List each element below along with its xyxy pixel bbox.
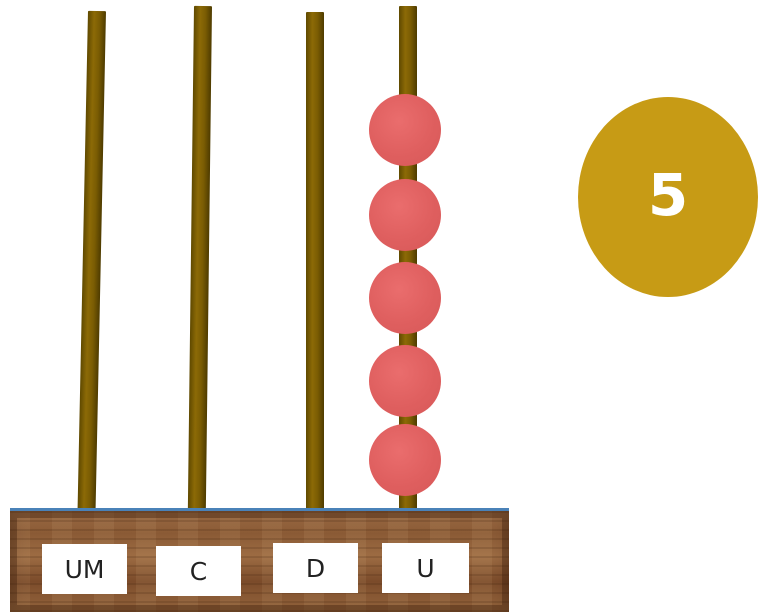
label-tens: D xyxy=(273,543,358,593)
rod-tens xyxy=(306,12,324,519)
label-hundreds: C xyxy=(156,546,241,596)
bead xyxy=(369,94,441,166)
label-thousands: UM xyxy=(42,544,127,594)
rod-thousands xyxy=(77,11,106,521)
bead xyxy=(369,262,441,334)
number-value: 5 xyxy=(648,161,688,229)
bead xyxy=(369,345,441,417)
label-units: U xyxy=(382,543,469,593)
number-circle: 5 xyxy=(578,97,758,297)
bead xyxy=(369,179,441,251)
bead xyxy=(369,424,441,496)
rod-hundreds xyxy=(188,6,212,519)
